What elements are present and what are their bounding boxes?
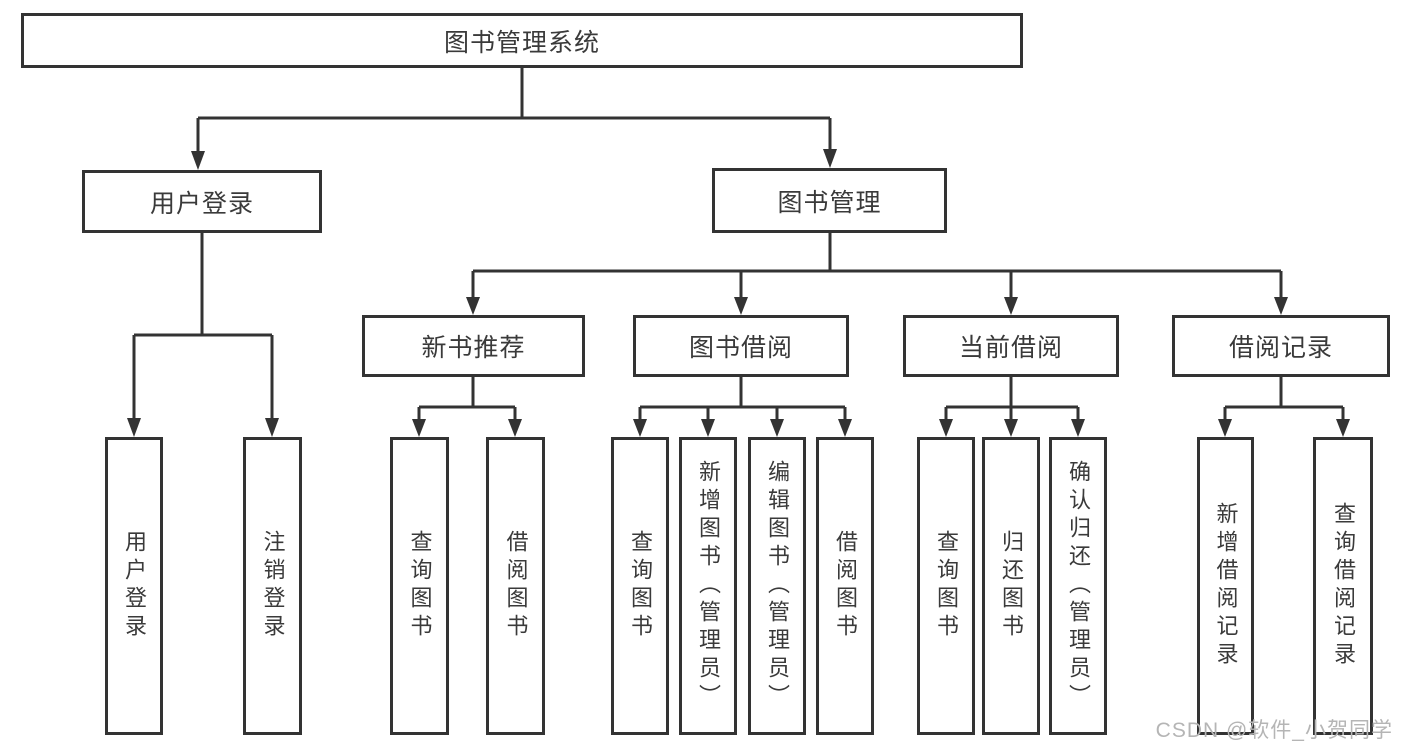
connector-book-mgmt: [471, 233, 1283, 298]
leaf-borrow-query: 查询图书: [611, 437, 669, 735]
leaf-current-confirm: 确认归还（管理员）: [1049, 437, 1107, 735]
arrowheads: [127, 149, 1350, 437]
node-borrow-records-label: 借阅记录: [1228, 334, 1333, 362]
connector-root: [196, 68, 832, 152]
csdn-watermark: CSDN @软件_小贺同学: [1155, 719, 1393, 742]
leaf-newbooks-borrow-label: 借阅图书: [503, 530, 529, 642]
leaf-borrow-edit-label: 编辑图书（管理员）: [765, 460, 790, 712]
node-book-mgmt: 图书管理: [712, 168, 947, 233]
leaf-user-login-label: 用户登录: [122, 530, 147, 642]
connector-current-borrow: [944, 377, 1080, 420]
leaf-logout-label: 注销登录: [260, 530, 286, 642]
node-book-mgmt-label: 图书管理: [777, 188, 882, 217]
leaf-current-query-label: 查询图书: [934, 530, 959, 642]
leaf-current-query: 查询图书: [917, 437, 975, 735]
node-user-login-label: 用户登录: [149, 189, 254, 218]
connector-borrow-records: [1223, 377, 1345, 420]
leaf-records-add: 新增借阅记录: [1197, 437, 1254, 735]
node-current-borrow: 当前借阅: [903, 315, 1119, 377]
node-book-borrow: 图书借阅: [633, 315, 849, 377]
leaf-borrow-borrow: 借阅图书: [816, 437, 874, 735]
leaf-records-query-label: 查询借阅记录: [1331, 502, 1356, 670]
node-root-label: 图书管理系统: [443, 28, 600, 57]
leaf-current-return: 归还图书: [982, 437, 1040, 735]
leaf-records-add-label: 新增借阅记录: [1213, 502, 1239, 670]
leaf-borrow-edit: 编辑图书（管理员）: [748, 437, 806, 735]
connector-book-borrow: [638, 377, 847, 420]
node-borrow-records: 借阅记录: [1172, 315, 1390, 377]
node-new-books: 新书推荐: [362, 315, 585, 377]
leaf-current-confirm-label: 确认归还（管理员）: [1066, 460, 1091, 712]
leaf-current-return-label: 归还图书: [999, 530, 1024, 642]
node-new-books-label: 新书推荐: [421, 334, 526, 362]
leaf-records-query: 查询借阅记录: [1313, 437, 1373, 735]
leaf-user-login: 用户登录: [105, 437, 163, 735]
leaf-borrow-borrow-label: 借阅图书: [833, 530, 858, 642]
node-root: 图书管理系统: [21, 13, 1023, 68]
leaf-borrow-query-label: 查询图书: [628, 530, 653, 642]
node-user-login: 用户登录: [82, 170, 322, 233]
connector-new-books: [417, 377, 517, 420]
connector-user-login: [132, 233, 274, 420]
leaf-newbooks-borrow: 借阅图书: [486, 437, 545, 735]
leaf-borrow-add-label: 新增图书（管理员）: [696, 460, 721, 712]
leaf-borrow-add: 新增图书（管理员）: [679, 437, 737, 735]
node-book-borrow-label: 图书借阅: [688, 334, 793, 362]
leaf-newbooks-query: 查询图书: [390, 437, 449, 735]
leaf-logout: 注销登录: [243, 437, 302, 735]
leaf-newbooks-query-label: 查询图书: [407, 530, 433, 642]
node-current-borrow-label: 当前借阅: [958, 334, 1063, 362]
